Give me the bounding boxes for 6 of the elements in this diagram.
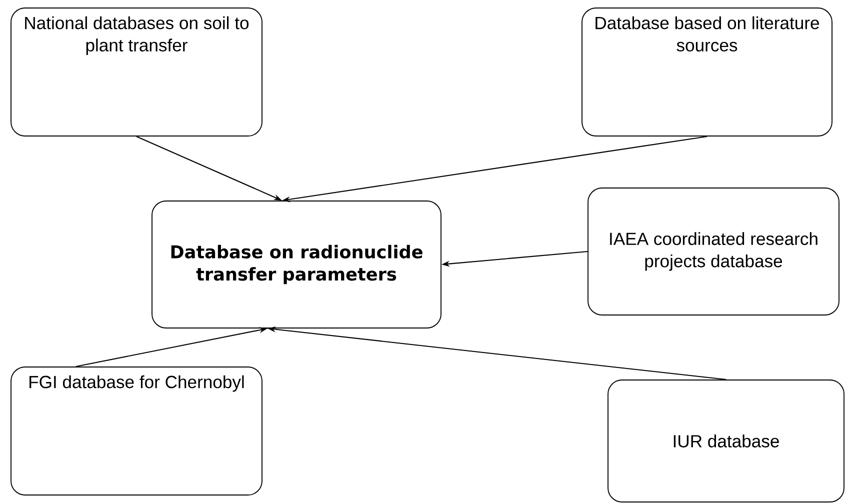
main-box: Database on radionuclide transfer parameters [152, 200, 442, 328]
source-box: FGI database for Chernobyl [10, 366, 262, 496]
source-box: IUR database [608, 380, 844, 502]
source-box: National databases on soil to plant transfer [10, 8, 262, 136]
source-box: IAEA coordinated research projects database [588, 188, 840, 316]
source-box: Database based on literature sources [582, 8, 832, 136]
